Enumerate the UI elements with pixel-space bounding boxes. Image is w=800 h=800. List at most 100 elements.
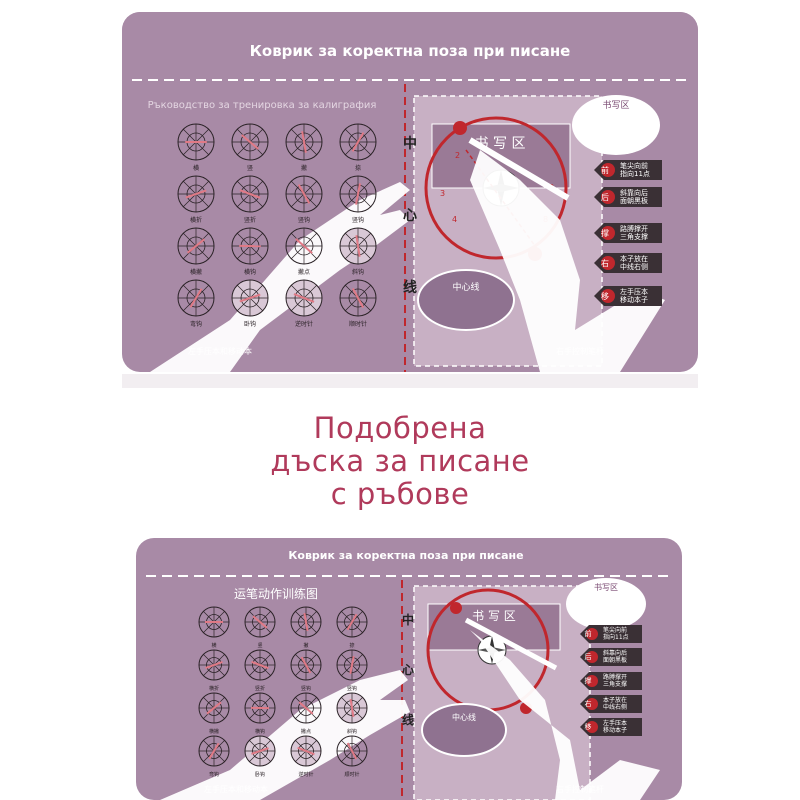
pen-char: 右: [585, 699, 592, 708]
pen-label: 三角支撑: [603, 680, 627, 688]
stroke-target-icon: [198, 692, 230, 724]
stroke-target-icon: [177, 279, 215, 317]
stroke-target-icon: [339, 227, 377, 265]
right-hand: [470, 150, 665, 372]
stroke-target-icon: [177, 227, 215, 265]
stroke-target-icon: [177, 175, 215, 213]
left-footer: 左手压本和移动本: [188, 346, 252, 356]
stroke-label: 竖: [247, 164, 253, 172]
pen-label: 左手压本: [603, 719, 627, 727]
stroke-label: 横撇: [209, 728, 219, 735]
svg-text:线: 线: [402, 712, 414, 727]
stroke-label: 捺: [349, 642, 354, 649]
stroke-target-icon: [244, 606, 276, 638]
writing-zone-label: 书 写 区: [475, 136, 526, 152]
pen-label: 本子放在: [620, 254, 648, 263]
pen-label: 笔尖向前: [620, 161, 648, 170]
stroke-label: 卧钩: [244, 320, 256, 328]
stroke-label: 竖折: [255, 685, 265, 692]
stroke-label: 横钩: [244, 268, 256, 276]
stroke-grid: 横竖撇捺横折竖折竖钩竖钩横撇横钩撇点斜钩弯钩卧钩逆时针顺时针: [177, 123, 377, 328]
stroke-target-icon: [231, 175, 269, 213]
pen-list: [580, 625, 642, 736]
pen-label: 本子放在: [603, 696, 627, 704]
pen-label: 面朝黑板: [620, 196, 648, 205]
caption-line-3: с ръбове: [330, 477, 470, 511]
stroke-target-icon: [177, 123, 215, 161]
pen-char: 后: [585, 652, 592, 661]
right-footer: 右手控制笔杆: [556, 346, 604, 356]
left-heading: 运笔动作训练图: [234, 586, 318, 601]
pen-char: 移: [585, 722, 592, 731]
pen-char: 撑: [601, 228, 609, 238]
stroke-target-icon: [198, 735, 230, 767]
stroke-target-icon: [231, 123, 269, 161]
svg-text:线: 线: [403, 279, 417, 296]
svg-text:2: 2: [455, 151, 460, 160]
stroke-label: 横撇: [190, 268, 202, 276]
stroke-label: 竖折: [244, 216, 256, 224]
stroke-target-icon: [285, 123, 323, 161]
stroke-label: 顺时针: [344, 771, 359, 778]
svg-text:3: 3: [440, 189, 445, 198]
product-caption: Подобрена дъска за писане с ръбове: [0, 412, 800, 511]
center-bubble: 中心线: [452, 712, 476, 722]
stroke-label: 竖钩: [298, 216, 310, 224]
mat-title: Коврик за коректна поза при писане: [288, 549, 523, 562]
svg-text:心: 心: [402, 663, 414, 677]
stroke-label: 弯钩: [209, 771, 219, 778]
pen-label: 左手压本: [620, 287, 648, 296]
stroke-label: 卧钩: [255, 771, 265, 778]
stroke-target-icon: [339, 175, 377, 213]
writing-zone-label: 书 写 区: [472, 609, 516, 623]
stroke-target-icon: [231, 279, 269, 317]
stroke-target-icon: [339, 123, 377, 161]
pen-char: 撑: [585, 676, 592, 685]
pen-label: 三角支撑: [620, 232, 648, 241]
stroke-target-icon: [244, 692, 276, 724]
left-heading: Ръководство за тренировка за калиграфия: [148, 100, 377, 111]
stroke-label: 捺: [355, 164, 361, 172]
right-footer: 右手控制笔杆: [556, 784, 604, 794]
stroke-target-icon: [290, 692, 322, 724]
pen-label: 斜靠向后: [620, 188, 648, 197]
stroke-label: 撇: [301, 164, 307, 172]
stroke-label: 横钩: [255, 728, 265, 735]
stroke-label: 竖钩: [301, 685, 311, 692]
stroke-label: 斜钩: [352, 268, 364, 276]
pen-char: 前: [601, 165, 609, 175]
stroke-target-icon: [285, 227, 323, 265]
stroke-target-icon: [339, 279, 377, 317]
pen-label: 中线右侧: [603, 703, 627, 711]
stroke-label: 撇点: [301, 728, 311, 735]
pen-label: 中线右侧: [620, 262, 648, 271]
stroke-label: 弯钩: [190, 320, 202, 328]
pen-label: 笔尖向前: [603, 626, 627, 634]
pen-label: 指向11点: [603, 633, 629, 641]
svg-text:中: 中: [402, 612, 414, 627]
stroke-target-icon: [336, 649, 368, 681]
stroke-target-icon: [244, 649, 276, 681]
stroke-label: 横折: [190, 216, 202, 224]
stroke-target-icon: [198, 649, 230, 681]
stroke-label: 竖: [257, 642, 262, 649]
stroke-target-icon: [244, 735, 276, 767]
stroke-label: 横: [193, 164, 199, 172]
center-bubble: 中心线: [452, 281, 479, 293]
stroke-label: 竖钩: [352, 216, 364, 224]
pen-char: 移: [601, 291, 609, 301]
stroke-label: 逆时针: [295, 320, 313, 328]
pen-label: 路膊撑开: [620, 224, 648, 233]
pen-char: 后: [601, 192, 609, 202]
stroke-target-icon: [198, 606, 230, 638]
stroke-target-icon: [290, 735, 322, 767]
stroke-target-icon: [285, 175, 323, 213]
pen-label: 移动本子: [620, 295, 648, 304]
stroke-target-icon: [231, 227, 269, 265]
writing-zone-bubble: 书写区: [594, 582, 618, 592]
stroke-label: 撇: [303, 642, 308, 649]
stroke-target-icon: [290, 649, 322, 681]
stroke-target-icon: [285, 279, 323, 317]
